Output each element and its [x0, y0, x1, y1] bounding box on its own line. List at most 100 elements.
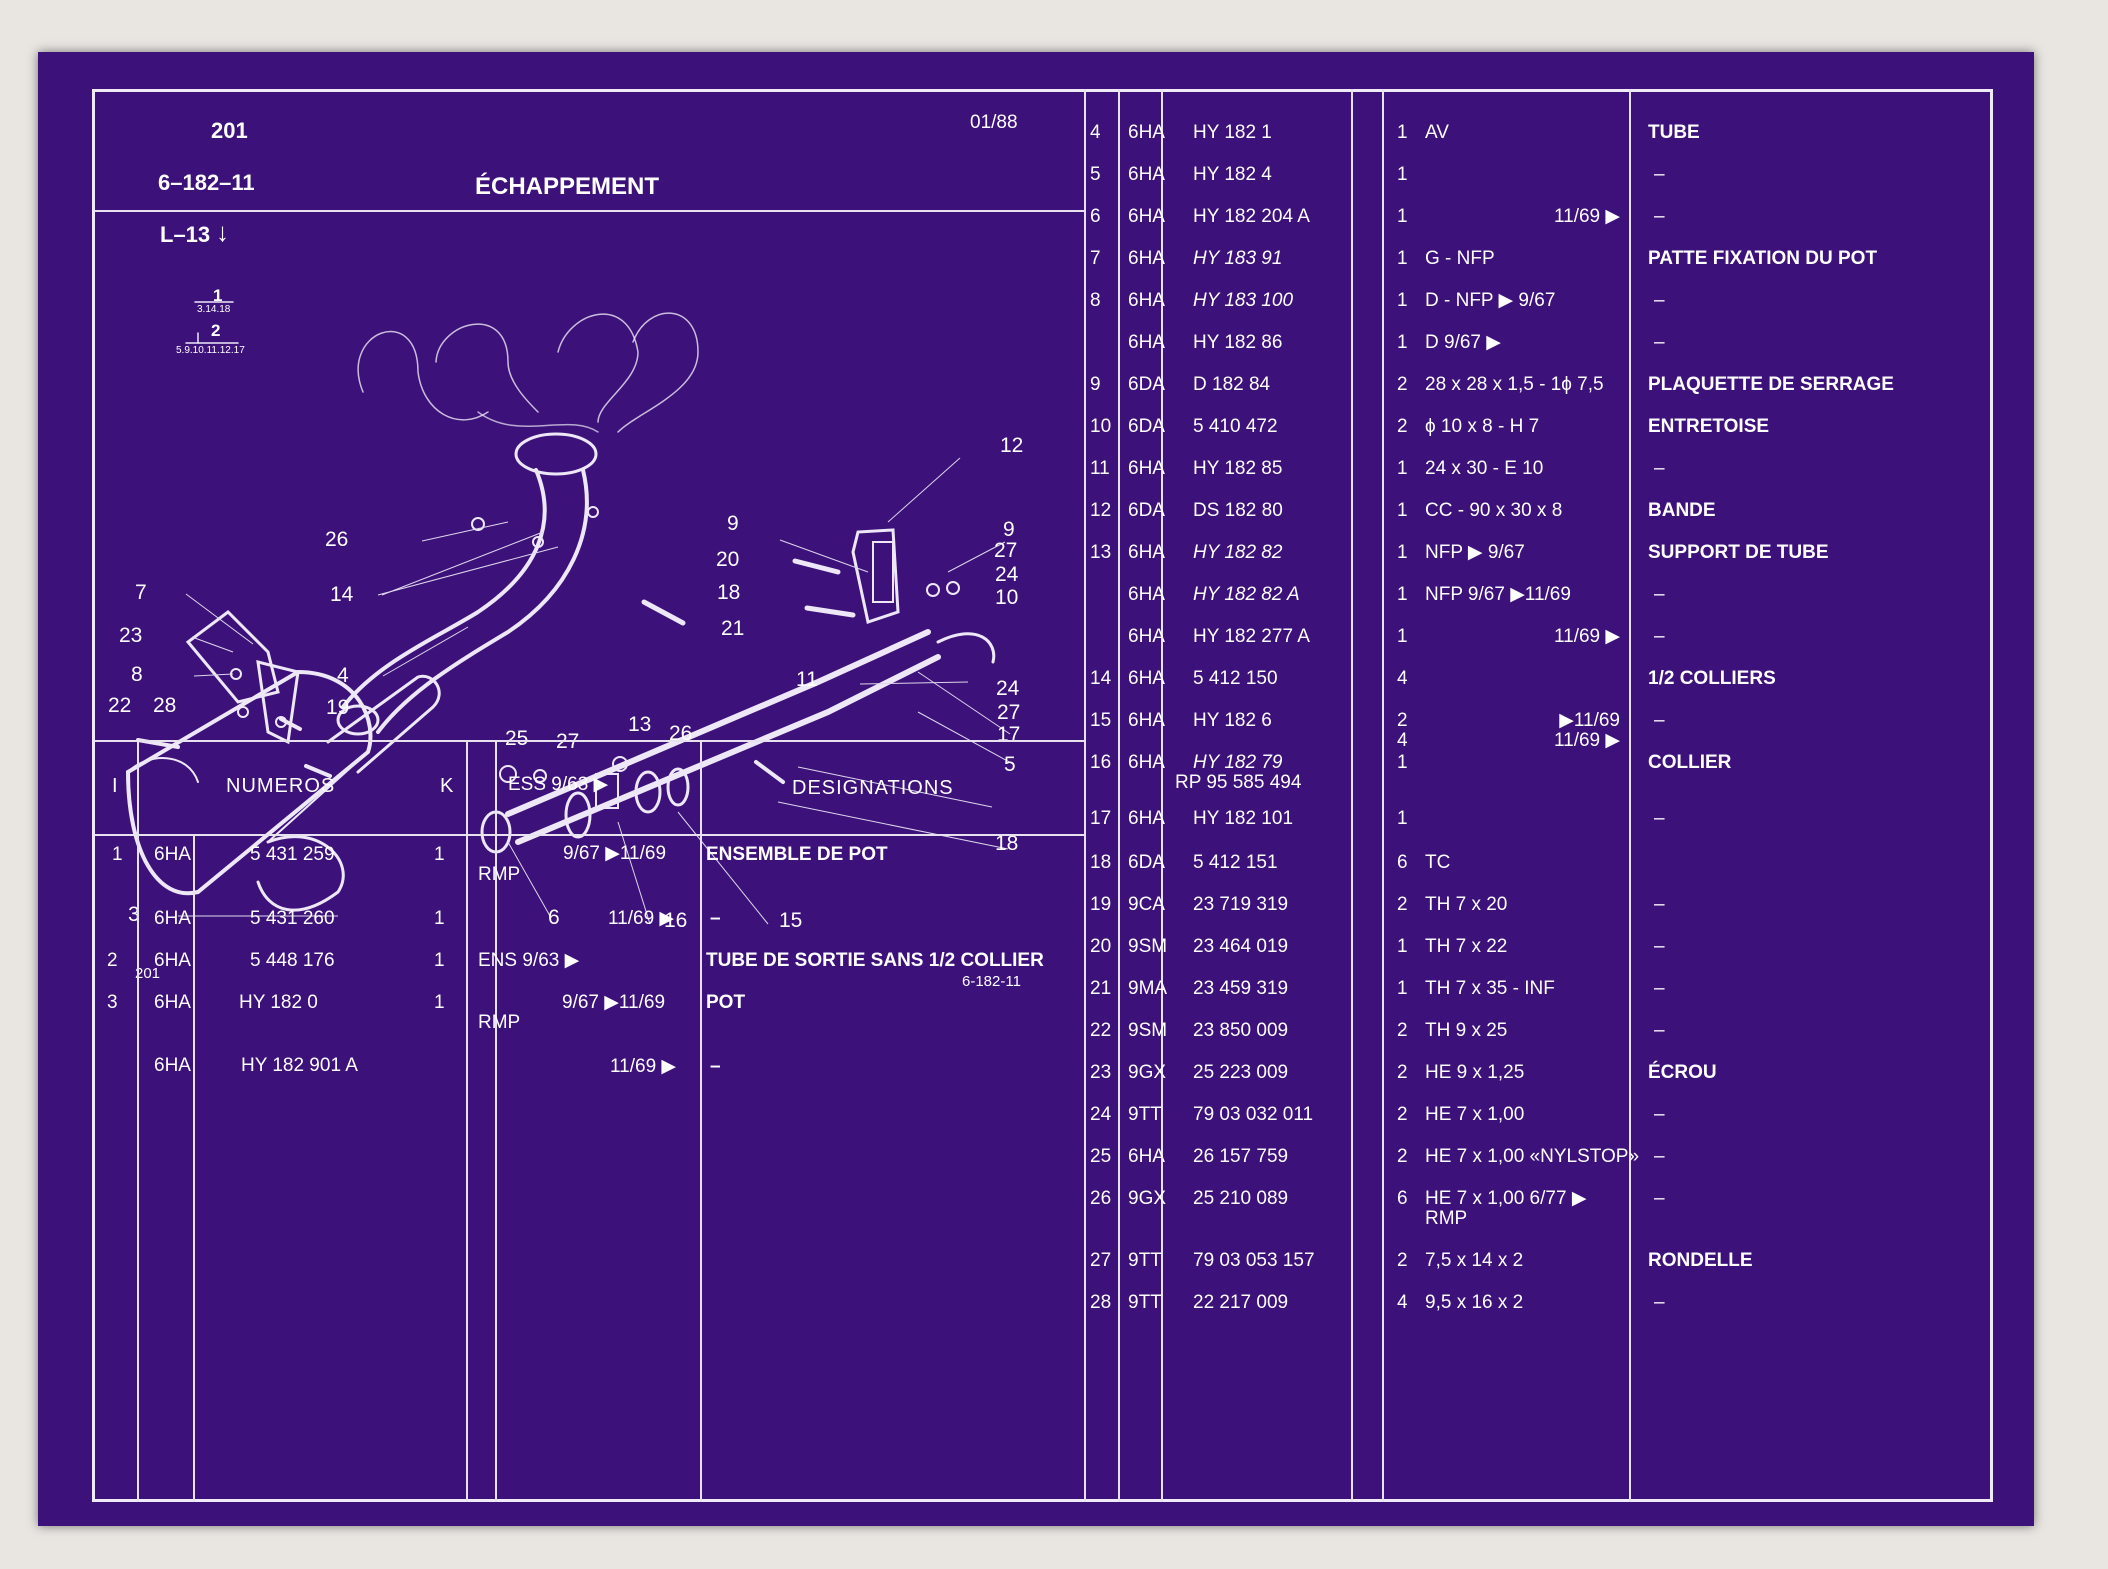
row-code: 6HA	[1128, 458, 1165, 479]
blueprint-sheet: 201 6–182–11 L–13 ↓ ÉCHAPPEMENT 01/88 1 …	[38, 52, 2034, 1526]
col-line-b	[193, 834, 195, 1502]
col-line-i	[1382, 89, 1384, 1502]
row-qty-alt: 4	[1397, 730, 1408, 751]
row-info: HE 7 x 1,00	[1425, 1104, 1525, 1125]
row-number: 5 412 150	[1193, 668, 1278, 689]
row-designation: –	[1654, 1104, 1665, 1125]
row-designation: –	[1654, 626, 1665, 647]
row-code: 6HA	[1128, 122, 1165, 143]
callout-14: 14	[330, 583, 354, 606]
callout-10: 10	[995, 586, 1019, 609]
row-item: 23	[1090, 1062, 1112, 1083]
row-code: 9TT	[1128, 1292, 1162, 1313]
row-number: 79 03 053 157	[1193, 1250, 1315, 1271]
index-top: 1	[213, 286, 223, 305]
row-code: 9TT	[1128, 1104, 1162, 1125]
index-mid: 2	[211, 321, 221, 340]
callout-22: 22	[108, 694, 132, 717]
row-qty: 2	[1397, 1062, 1408, 1083]
page-ref: 201	[211, 118, 248, 143]
row-item: 11	[1090, 458, 1110, 479]
row-designation: –	[1654, 458, 1665, 479]
row-number: 26 157 759	[1193, 1146, 1289, 1167]
row-designation: –	[1654, 1020, 1665, 1041]
callout-27b: 27	[997, 701, 1021, 724]
row-designation: –	[1654, 936, 1665, 957]
row-qty: 4	[1397, 1292, 1408, 1313]
row-qty: 2	[1397, 1250, 1408, 1271]
row-item: 27	[1090, 1250, 1112, 1271]
illustration-divider	[94, 740, 1084, 742]
group-number: 6–182–11	[158, 170, 255, 195]
row-info: D 9/67 ▶	[1425, 332, 1501, 353]
row-item: 6	[1090, 206, 1101, 227]
row-designation: ENTRETOISE	[1648, 416, 1770, 437]
row-info: TC	[1425, 852, 1451, 873]
col-header-designation: DESIGNATIONS	[792, 777, 954, 799]
row-code: 6HA	[1128, 290, 1165, 311]
row-qty: 1	[1397, 752, 1408, 773]
row-qty: 1	[1397, 584, 1408, 605]
row-code: 9GX	[1128, 1188, 1167, 1209]
row-code: 9CA	[1128, 894, 1165, 915]
row-item: 7	[1090, 248, 1101, 269]
row-code: 6DA	[1128, 852, 1165, 873]
col-header-validity: ESS 9/63 ▶	[508, 774, 609, 795]
column-header-divider	[94, 834, 1084, 836]
row-number: 22 217 009	[1193, 1292, 1289, 1313]
row-designation: TUBE	[1648, 122, 1700, 143]
row-code: 9SM	[1128, 936, 1168, 957]
row-qty: 2	[1397, 374, 1408, 395]
callout-5: 5	[1004, 753, 1016, 776]
row-code: 6DA	[1128, 374, 1165, 395]
row-item: 14	[1090, 668, 1112, 689]
row-number: 5 412 151	[1193, 852, 1278, 873]
row-number: 23 459 319	[1193, 978, 1289, 999]
row-info: TH 9 x 25	[1425, 1020, 1508, 1041]
callout-23: 23	[119, 624, 143, 647]
column-divider-main	[1084, 89, 1086, 1502]
row-qty: 1	[1397, 164, 1408, 185]
row-item: 4	[1090, 122, 1101, 143]
row-item: 8	[1090, 290, 1101, 311]
row-info: 28 x 28 x 1,5 - 1ϕ 7,5	[1425, 374, 1604, 395]
row-qty: 1	[1397, 626, 1408, 647]
row-qty: 2	[1397, 1104, 1408, 1125]
col-line-g	[1161, 89, 1163, 1502]
callout-3: 3	[128, 903, 140, 926]
col-line-c	[466, 740, 468, 1502]
row-info: ϕ 10 x 8 - H 7	[1425, 416, 1540, 437]
row-code: 6DA	[1128, 416, 1165, 437]
col-header-item: I	[112, 775, 118, 797]
callout-7: 7	[135, 581, 147, 604]
row-designation: COLLIER	[1648, 752, 1732, 773]
callout-16: 16	[664, 909, 688, 932]
row-designation: –	[1654, 584, 1665, 605]
row-number: 25 210 089	[1193, 1188, 1289, 1209]
row-number: 5 410 472	[1193, 416, 1278, 437]
arrow-down-icon: ↓	[216, 217, 229, 247]
row-designation: –	[1654, 710, 1665, 731]
row-number: 23 464 019	[1193, 936, 1289, 957]
model-ref: L–13	[160, 222, 211, 247]
row-item: 5	[1090, 164, 1101, 185]
callout-4: 4	[337, 664, 349, 687]
row-code: 6HA	[1128, 710, 1165, 731]
row-code: 6HA	[1128, 332, 1165, 353]
row-number-alt: RP 95 585 494	[1175, 772, 1302, 793]
callout-18: 18	[717, 581, 741, 604]
row-code: 6HA	[1128, 1146, 1165, 1167]
row-number: HY 182 4	[1193, 164, 1272, 185]
row-info: TH 7 x 20	[1425, 894, 1508, 915]
row-number: HY 182 6	[1193, 710, 1272, 731]
drawing-lines	[125, 301, 996, 912]
row-designation: –	[1654, 1188, 1665, 1209]
row-code: 6HA	[1128, 668, 1165, 689]
row-number: 23 719 319	[1193, 894, 1289, 915]
row-qty: 2	[1397, 1020, 1408, 1041]
row-info: HE 7 x 1,00 6/77 ▶	[1425, 1188, 1587, 1209]
row-info: D - NFP ▶ 9/67	[1425, 290, 1556, 311]
callout-13: 13	[628, 713, 652, 736]
row-info: 7,5 x 14 x 2	[1425, 1250, 1524, 1271]
callout-26: 26	[325, 528, 349, 551]
